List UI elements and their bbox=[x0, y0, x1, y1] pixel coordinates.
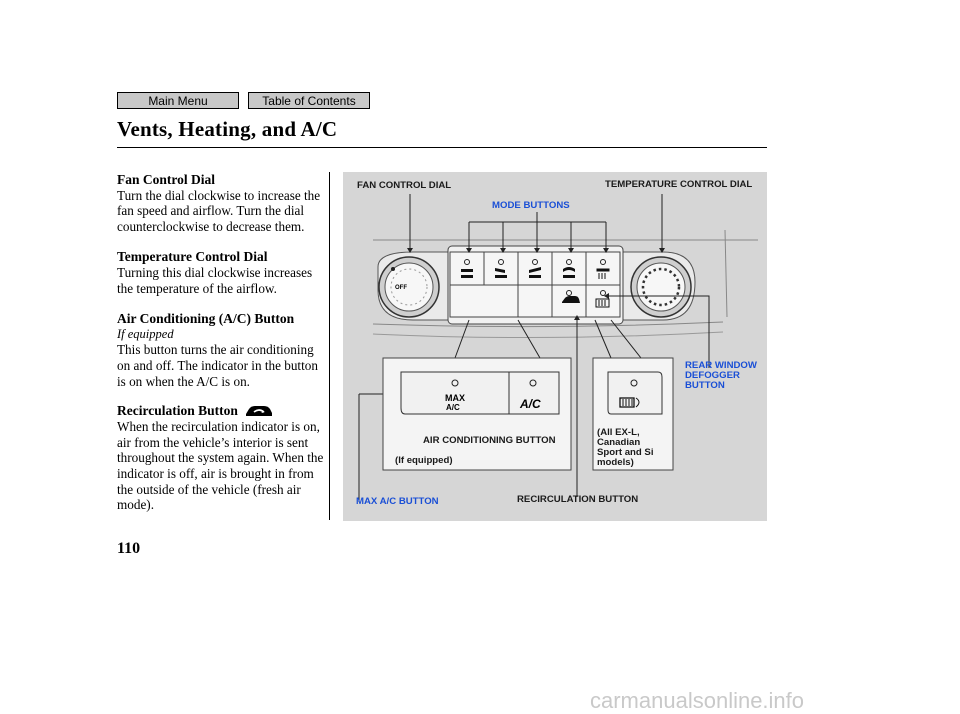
main-menu-button[interactable]: Main Menu bbox=[117, 92, 239, 109]
ac-text: A/C bbox=[519, 397, 541, 411]
models-label-line1: (All EX-L, bbox=[597, 427, 640, 438]
mode-buttons-label: MODE BUTTONS bbox=[492, 200, 570, 211]
rear-window-defogger-label-line3: BUTTON bbox=[685, 380, 725, 391]
recirculation-button-label: RECIRCULATION BUTTON bbox=[517, 494, 639, 505]
column-divider bbox=[329, 172, 330, 520]
watermark: carmanualsonline.info bbox=[590, 688, 805, 713]
max-ac-text: A/C bbox=[446, 403, 460, 412]
page-title: Vents, Heating, and A/C bbox=[117, 117, 338, 141]
ac-if-equipped-note: If equipped bbox=[117, 326, 174, 341]
max-text: MAX bbox=[445, 393, 465, 403]
max-ac-button-label: MAX A/C BUTTON bbox=[356, 496, 439, 507]
text-column: Fan Control Dial Turn the dial clockwise… bbox=[117, 172, 327, 513]
models-label-line3: Sport and Si bbox=[597, 447, 654, 458]
fan-control-dial-label: FAN CONTROL DIAL bbox=[357, 180, 452, 191]
ac-button-heading: Air Conditioning (A/C) Button bbox=[117, 311, 295, 327]
temp-dial-heading: Temperature Control Dial bbox=[117, 249, 268, 265]
recirc-button-heading: Recirculation Button bbox=[117, 403, 238, 419]
fan-dial-heading: Fan Control Dial bbox=[117, 172, 216, 187]
fan-dial-text: Turn the dial clockwise to increase the … bbox=[117, 187, 321, 234]
recirc-button-text: When the recirculation indicator is on, … bbox=[117, 419, 324, 513]
rear-window-defogger-label-line2: DEFOGGER bbox=[685, 370, 740, 381]
temperature-control-dial-label: TEMPERATURE CONTROL DIAL bbox=[605, 179, 753, 190]
title-divider bbox=[117, 147, 767, 148]
climate-control-figure: OFF bbox=[343, 172, 767, 521]
climate-panel-illustration: OFF bbox=[358, 194, 758, 502]
ac-button-text: This button turns the air conditioning o… bbox=[117, 342, 318, 389]
if-equipped-label: (If equipped) bbox=[395, 455, 453, 466]
models-label-line4: models) bbox=[597, 457, 634, 468]
rear-window-defogger-label-line1: REAR WINDOW bbox=[685, 360, 757, 371]
table-of-contents-button[interactable]: Table of Contents bbox=[248, 92, 370, 109]
models-label-line2: Canadian bbox=[597, 437, 641, 448]
air-conditioning-button-label: AIR CONDITIONING BUTTON bbox=[423, 435, 556, 446]
recirculation-car-icon bbox=[245, 406, 272, 417]
temperature-control-dial-drawing bbox=[630, 256, 692, 318]
fan-control-dial-drawing bbox=[378, 256, 440, 318]
off-text: OFF bbox=[395, 285, 407, 291]
page-number: 110 bbox=[117, 540, 141, 557]
temp-dial-text: Turning this dial clockwise increases th… bbox=[117, 264, 313, 296]
